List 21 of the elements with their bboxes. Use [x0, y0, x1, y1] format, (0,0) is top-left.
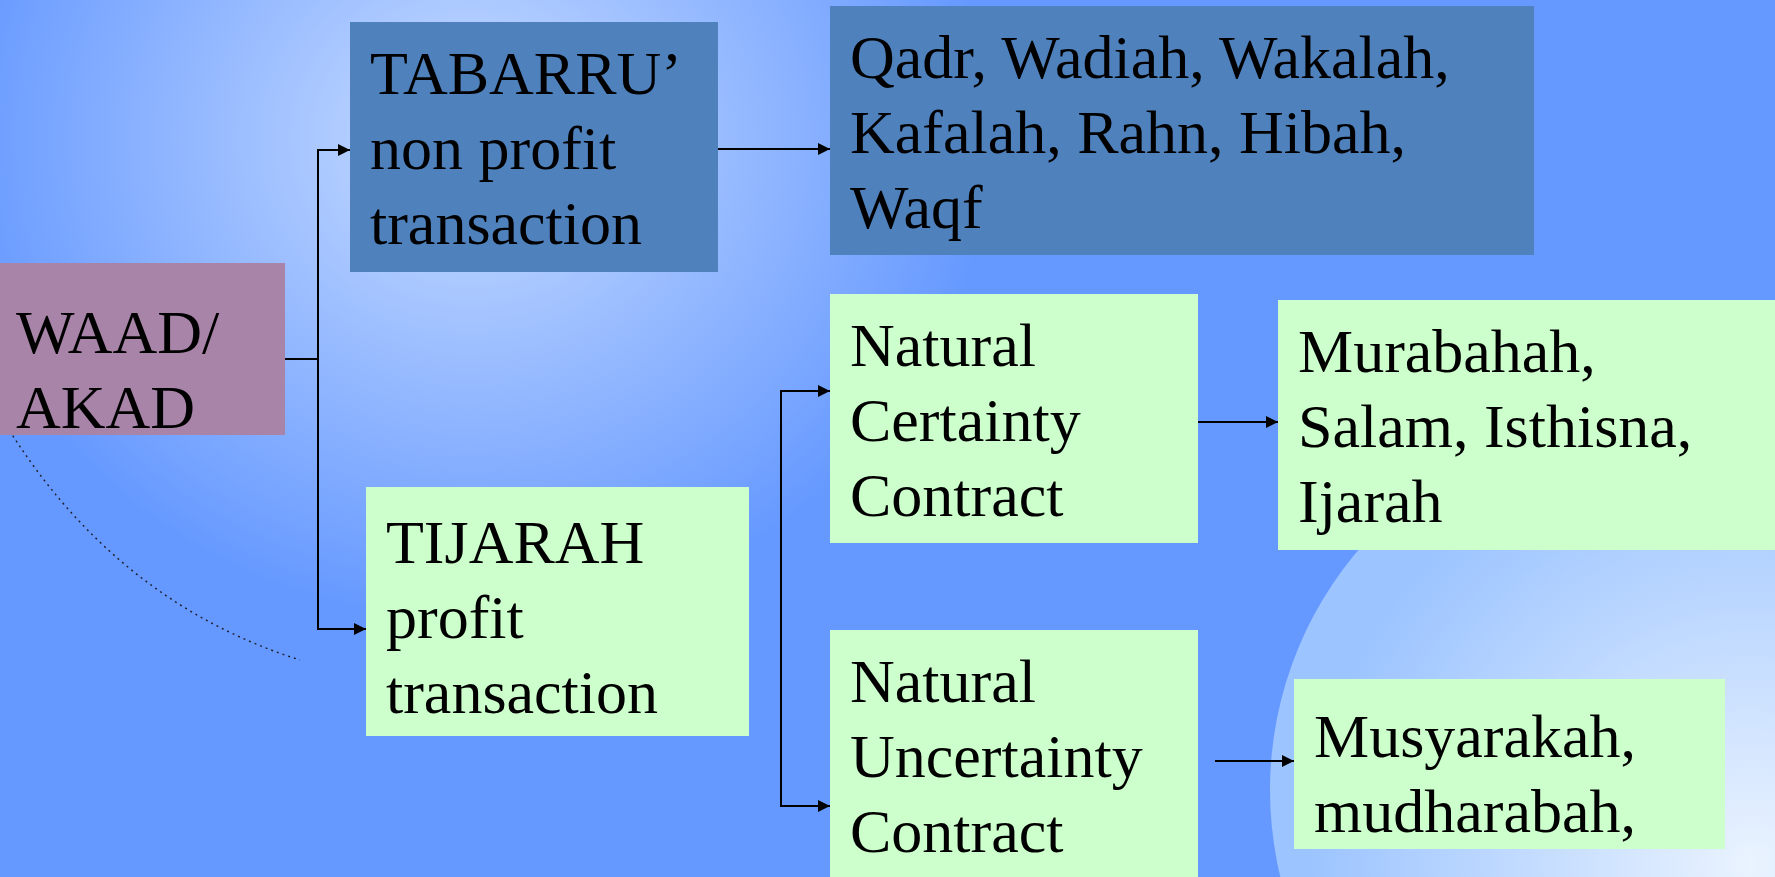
node-label: WAAD/ AKAD [16, 297, 221, 443]
node-label: Musyarakah, mudharabah, [1314, 701, 1637, 847]
text-box [1278, 300, 1775, 550]
arrow [780, 385, 831, 599]
text-box [830, 294, 1198, 543]
text-box [1294, 679, 1725, 849]
node-label: Murabahah, Salam, Isthisna, Ijarah [1298, 316, 1694, 537]
text-box [366, 487, 749, 736]
text-box [830, 6, 1534, 255]
arrow [1197, 416, 1279, 428]
node-label: TABARRU’ non profit transaction [370, 38, 679, 259]
node-label: Natural Certainty Contract [850, 310, 1082, 531]
node-label: Qadr, Wadiah, Wakalah, Kafalah, Rahn, Hibah, Waqf [850, 22, 1451, 243]
node-label: Natural Uncertainty Contract [850, 646, 1144, 867]
arrow [780, 597, 831, 812]
arrow [717, 143, 831, 155]
node-label: TIJARAH profit transaction [386, 507, 659, 728]
arrow [1214, 755, 1295, 767]
text-box [830, 630, 1198, 877]
text-box [350, 22, 718, 272]
text-box [0, 263, 285, 435]
